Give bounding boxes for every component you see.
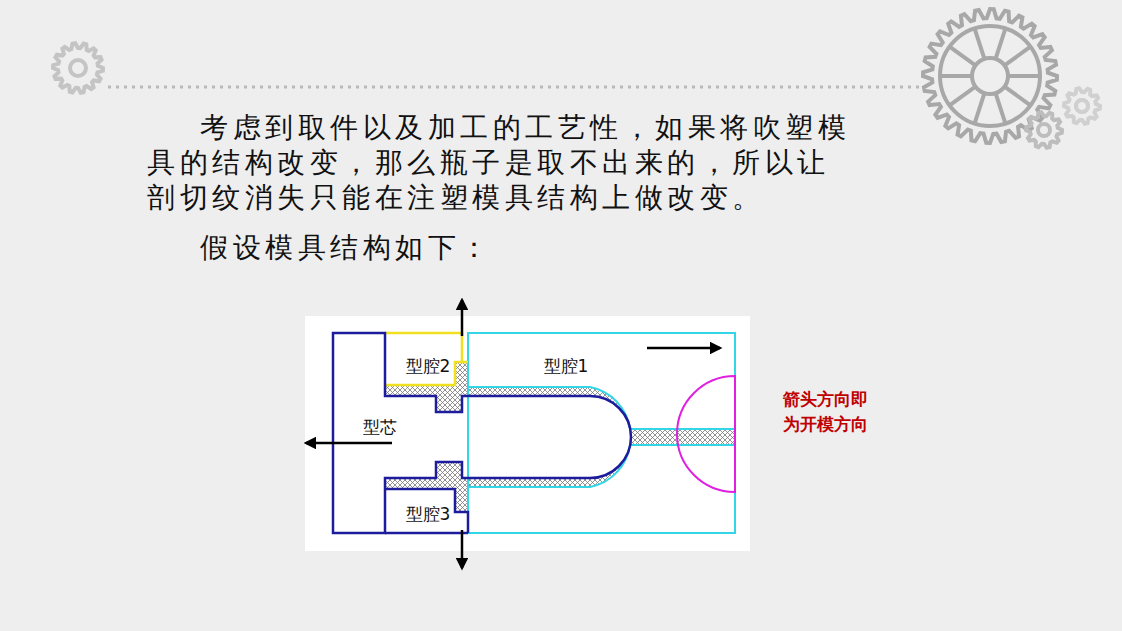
open-arrow [461, 530, 464, 568]
gear [53, 43, 103, 93]
part-name: 型腔3 [404, 504, 453, 524]
gear-hub [1038, 124, 1050, 136]
nozzle [677, 376, 735, 492]
cavity-3 [385, 489, 468, 533]
gear [1026, 112, 1062, 148]
cavity-2 [385, 333, 468, 385]
body-paragraph: 考虑到取件以及加工的工艺性，如果将吹塑模具的结构改变，那么瓶子是取不出来的，所以… [147, 110, 855, 215]
gear-spoke [950, 87, 976, 106]
gear-spoke [1008, 74, 1040, 78]
cavity-1-surface [468, 362, 735, 512]
open-arrow [461, 300, 464, 336]
part-name: 型芯 [361, 417, 399, 437]
gear-spoke [1005, 47, 1031, 66]
gear [923, 9, 1057, 143]
gear-rim [1076, 100, 1088, 112]
gear-spoke [950, 47, 976, 66]
figure-ground [305, 316, 750, 551]
dashed-rule [108, 86, 925, 89]
gear-spoke [996, 93, 1006, 123]
gear-hub [972, 58, 1008, 94]
gear-spoke [996, 28, 1006, 58]
gear-spoke [975, 93, 985, 123]
gear [1064, 88, 1100, 124]
gear-spoke [940, 74, 972, 78]
part-name: 型腔1 [542, 356, 591, 376]
gear-hub [70, 60, 86, 76]
open-arrow [306, 442, 392, 445]
gear-spoke [1005, 87, 1031, 106]
gear-rim [940, 26, 1040, 126]
gear-hub [1076, 100, 1088, 112]
note: 箭头方向即为开模方向 [783, 387, 873, 437]
open-arrow [647, 347, 720, 350]
core [333, 333, 631, 533]
body-paragraph: 假设模具结构如下： [200, 230, 700, 265]
gear-spoke [975, 28, 985, 58]
part-name: 型腔2 [404, 356, 453, 376]
